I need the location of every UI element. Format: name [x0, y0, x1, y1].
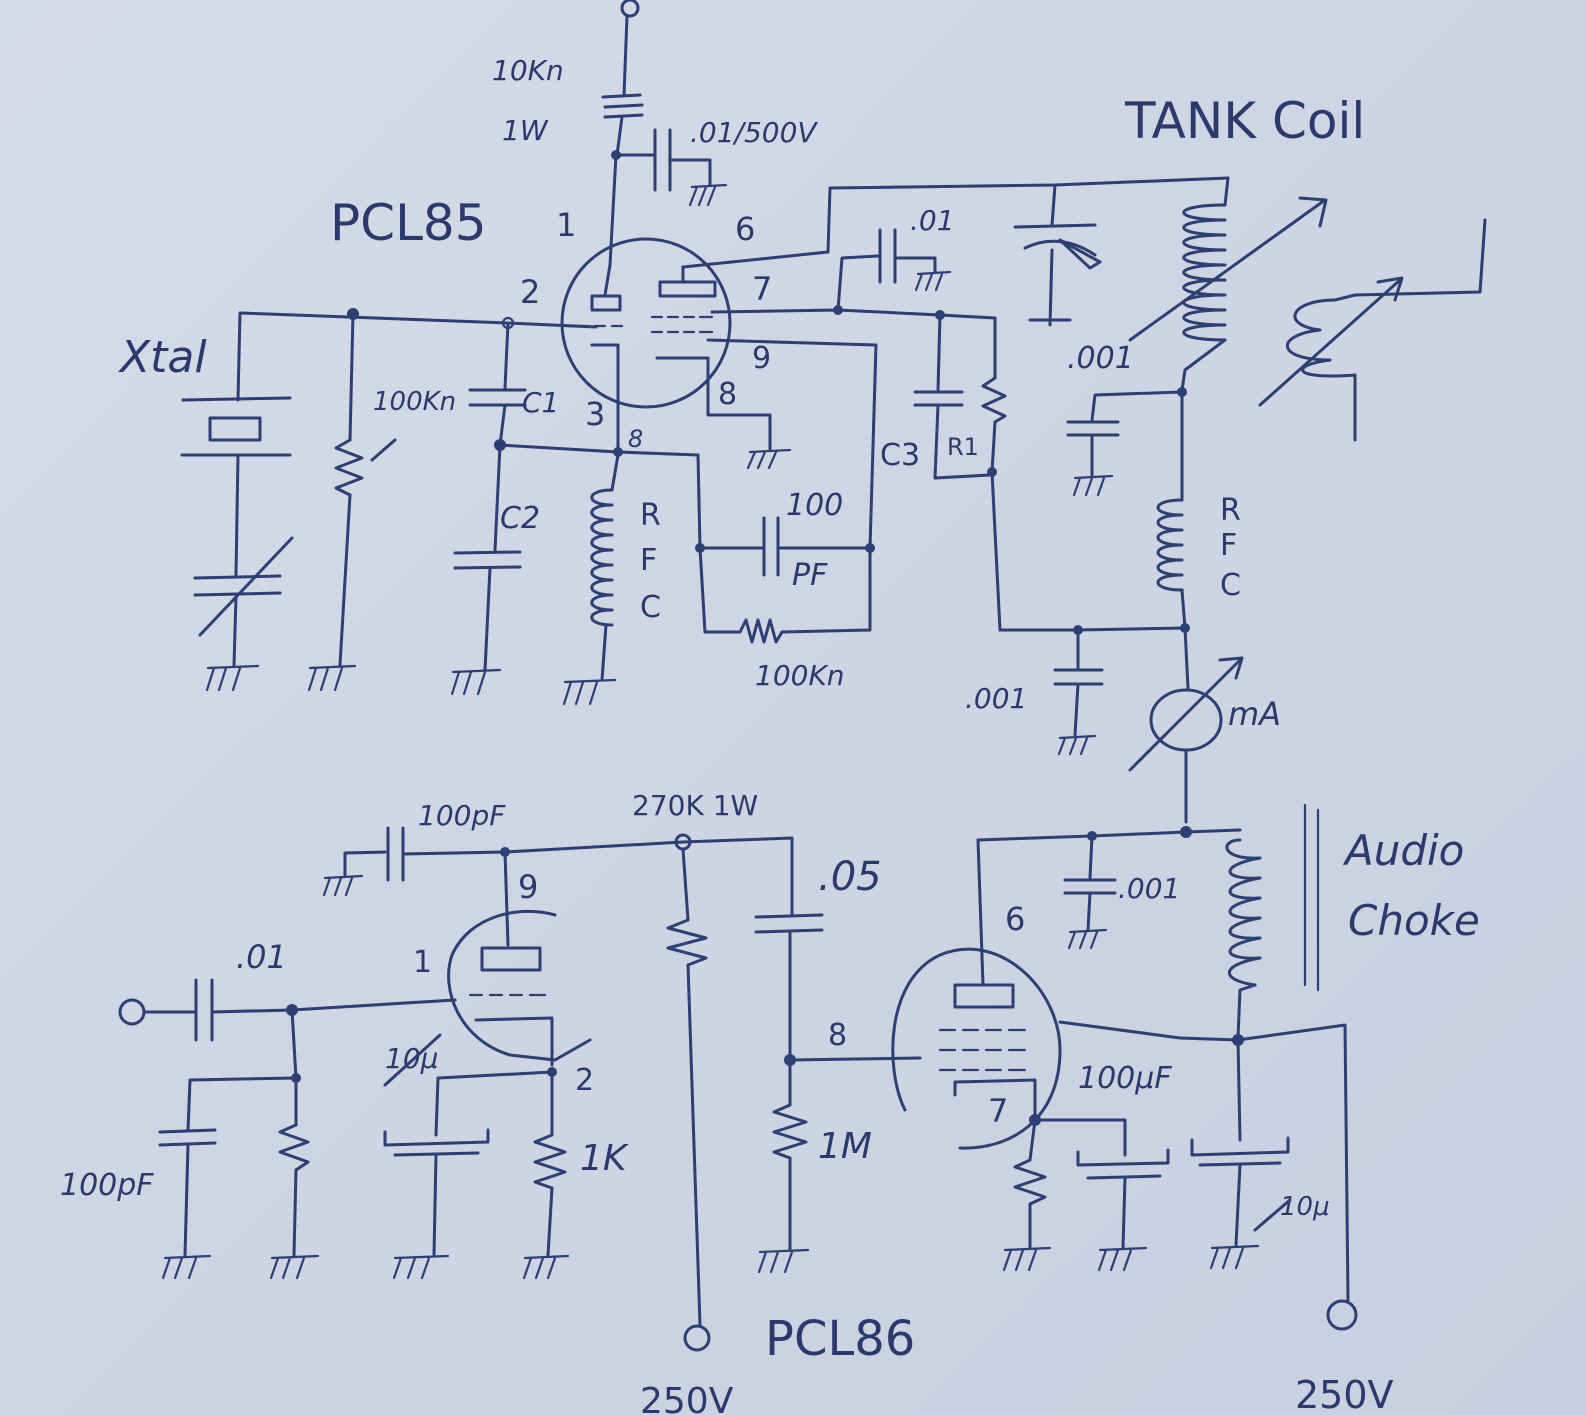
label-1w: 1W: [502, 114, 549, 147]
rfc-right-choke: [1156, 390, 1187, 630]
coupling-cap-05: [681, 836, 824, 1062]
tank-bypass-cap-001: [1066, 390, 1184, 497]
cathode-cap-10u: [383, 1128, 490, 1280]
rfc-right-R: R: [1220, 493, 1241, 528]
rfc-right-C: C: [1220, 568, 1241, 603]
label-input-01: .01: [236, 938, 287, 976]
rfc-left-F: F: [640, 543, 657, 578]
capacitor-c3: [913, 313, 992, 480]
pcl86-triode: [447, 850, 592, 1067]
screen-bypass-cap-01: [836, 228, 952, 312]
plate-cap-100pf: [322, 826, 685, 897]
pcl86-pin-9: 9: [518, 868, 538, 906]
supply-terminal-left[interactable]: [683, 1324, 711, 1352]
pentode-cathode-resistor: [1002, 1118, 1052, 1272]
label-r1: R1: [947, 433, 979, 461]
label-01-500v: .01/500V: [690, 116, 818, 149]
pentode-pin-6-label: 6: [1005, 900, 1025, 938]
capacitor-c2: [450, 443, 522, 696]
link-coil: [1258, 218, 1487, 442]
resistor-r1: [981, 316, 1007, 474]
plate-resistor-10k: [601, 93, 644, 157]
rfc-right-F: F: [1220, 528, 1237, 563]
label-pcl86: PCL86: [765, 1311, 915, 1367]
pin-label-2: 2: [520, 273, 540, 311]
label-supply-right: 250V: [1295, 1373, 1394, 1415]
input-grid-resistor: [269, 1076, 320, 1280]
pentode-pin-7-label: 7: [988, 1092, 1008, 1130]
pin-label-1: 1: [556, 206, 576, 244]
pin-label-8: 8: [718, 377, 737, 412]
pcl85-tube: [560, 237, 732, 409]
pin-label-3: 3: [585, 395, 605, 433]
label-pcl85: PCL85: [330, 194, 487, 252]
pcl86-pin-1: 1: [413, 945, 432, 980]
label-choke: Choke: [1348, 896, 1480, 945]
label-grid-100k: 100Kn: [373, 387, 456, 417]
pentode-section: [650, 250, 830, 470]
cathode-bypass-cap-100uf: [1033, 1118, 1170, 1272]
cathode-resistor-1k: [522, 1070, 570, 1280]
label-cathode-10u: 10μ: [385, 1042, 438, 1075]
supply-terminal-right[interactable]: [1326, 1299, 1358, 1331]
label-270k-1w: 270K 1W: [632, 789, 758, 822]
pin-label-9: 9: [752, 341, 771, 376]
pin-label-7: 7: [752, 270, 772, 308]
capacitor-c1: [468, 321, 527, 447]
label-grid-1m: 1M: [818, 1126, 872, 1167]
pcl86-pin-2: 2: [575, 1063, 594, 1098]
feedback-resistor-100k: [698, 546, 872, 644]
rfc-left-C: C: [640, 590, 661, 625]
label-feedback-pf: PF: [792, 558, 828, 593]
label-supply-left: 250V: [640, 1381, 734, 1415]
feedback-cap-100pf: [698, 516, 872, 577]
label-xtal: Xtal: [118, 332, 207, 383]
label-plate-100pf: 100pF: [418, 799, 506, 832]
label-cathode-100uf: 100μF: [1078, 1061, 1172, 1096]
grid-resistor-100k: [307, 312, 397, 692]
supply-bypass-cap-001: [1053, 628, 1104, 756]
audio-choke: [1184, 803, 1320, 1040]
crystal-xtal: [180, 311, 294, 692]
bplus-terminal-top: [620, 0, 640, 18]
label-cathode-1k: 1K: [580, 1138, 629, 1179]
label-c3: C3: [880, 438, 920, 473]
tank-variable-cap: [1013, 183, 1102, 327]
audio-input-terminal[interactable]: [118, 998, 146, 1026]
rfc-left-choke: [562, 453, 620, 706]
label-supply-001: .001: [965, 682, 1027, 715]
plate-resistor-270k: [666, 847, 708, 1327]
grid-resistor-1m: [757, 1058, 810, 1274]
ma-meter: [1128, 626, 1244, 824]
tank-coil: [1128, 176, 1328, 392]
label-tank-coil: TANK Coil: [1124, 92, 1365, 150]
label-c2: C2: [500, 501, 540, 536]
pin-label-8b: 8: [628, 425, 643, 453]
pin-label-6: 6: [735, 210, 755, 248]
label-audio: Audio: [1342, 826, 1464, 875]
label-plate-001: .001: [1118, 872, 1180, 905]
rfc-left-R: R: [640, 498, 661, 533]
label-c1: C1: [522, 386, 559, 419]
input-shunt-cap-100pf: [158, 1128, 217, 1280]
modulator-section: 100pF 270K 1W 9 1 2 .01: [60, 789, 1480, 1415]
label-feedback-100: 100: [786, 488, 843, 523]
label-10k: 10Kn: [492, 54, 564, 87]
label-feedback-100k: 100Kn: [755, 659, 845, 692]
label-screen-01: .01: [910, 204, 955, 237]
bypass-cap-01-500v: [614, 128, 728, 207]
label-ma: mA: [1228, 695, 1281, 733]
label-input-100pf: 100pF: [60, 1168, 154, 1203]
oscillator-section: 10Kn 1W .01/500V PCL85 1 2 3 6 7 9 8 8: [118, 0, 1487, 824]
pentode-pin-8-label: 8: [828, 1018, 847, 1053]
input-cap-01: [142, 978, 457, 1042]
label-tank-001: .001: [1067, 341, 1134, 376]
label-coupling-05: .05: [818, 854, 882, 900]
supply-cap-10u: [1190, 1038, 1290, 1270]
plate-bypass-cap-001: [1063, 834, 1117, 950]
label-supply-10u: 10μ: [1280, 1192, 1330, 1222]
